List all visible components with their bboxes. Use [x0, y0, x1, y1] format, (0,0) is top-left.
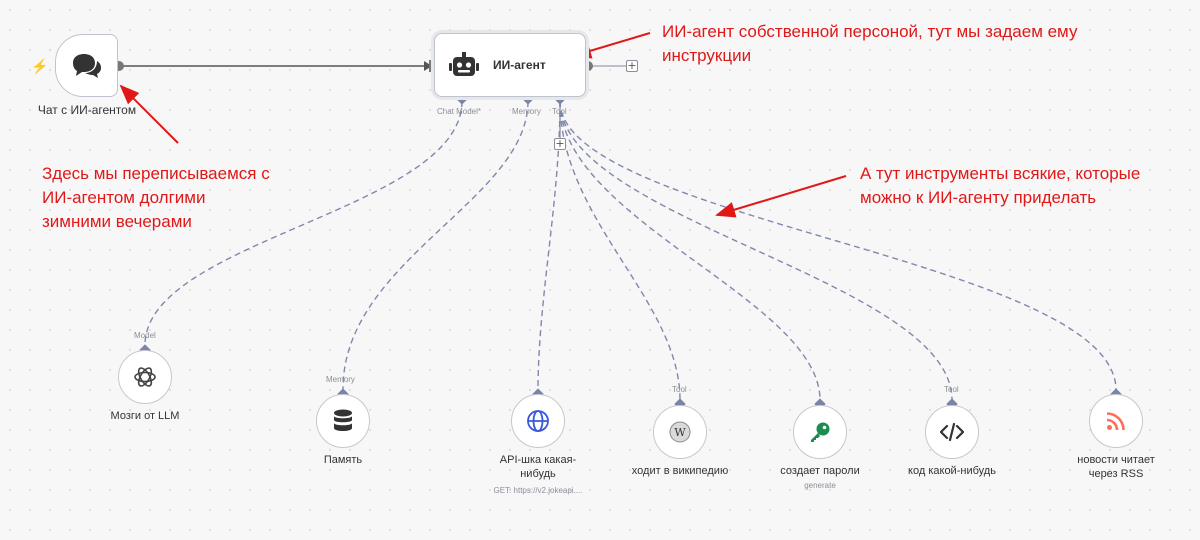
main-connection-arrow	[424, 61, 432, 71]
robot-icon	[449, 52, 479, 76]
wire-memory[interactable]	[342, 100, 529, 390]
openai-icon	[134, 367, 156, 387]
wiki-node[interactable]: W	[653, 405, 707, 459]
chat-trigger-node[interactable]	[55, 34, 118, 97]
annotation-arrow-tools	[715, 175, 847, 218]
database-icon	[334, 409, 352, 431]
rss-label: новости читает через RSS	[1056, 453, 1176, 481]
agent-title: ИИ-агент	[493, 58, 546, 72]
wire-model[interactable]	[144, 100, 463, 346]
chat-bubbles-icon	[72, 53, 101, 78]
svg-text:W: W	[674, 426, 686, 439]
rss-label-line1: новости читает	[1077, 454, 1155, 466]
llm-label: Мозги от LLM	[110, 410, 180, 422]
memory-label: Память	[323, 454, 363, 466]
add-tool-button[interactable]: +	[554, 137, 566, 150]
ai-agent-node[interactable]: ИИ-агент	[434, 33, 586, 97]
memory-node[interactable]	[316, 394, 370, 448]
trigger-bolt-icon: ⚡	[31, 58, 49, 74]
code-port-label: Tool	[944, 385, 959, 394]
annotation-agent-line2: инструкции	[662, 46, 752, 65]
agent-input-port[interactable]	[429, 60, 434, 72]
key-icon	[811, 422, 830, 442]
annotation-tools-line2: можно к ИИ-агенту приделать	[860, 188, 1097, 207]
annotation-agent-line1: ИИ-агент собственной персоной, тут мы за…	[662, 22, 1078, 41]
passwords-label: создает пароли	[780, 465, 860, 477]
wire-rss[interactable]	[559, 100, 1117, 391]
rss-node[interactable]	[1089, 394, 1143, 448]
api-label-line2: нибудь	[520, 468, 556, 480]
passwords-subtitle: generate	[804, 481, 836, 490]
code-label: код какой-нибудь	[908, 465, 996, 477]
agent-add-output-button[interactable]: +	[626, 59, 638, 72]
wire-wiki[interactable]	[559, 100, 681, 401]
api-node[interactable]	[511, 394, 565, 448]
api-label: API-шка какая- нибудь	[478, 453, 598, 481]
annotation-tools-line1: А тут инструменты всякие, которые	[860, 164, 1141, 183]
annotation-chat: Здесь мы переписываемся с ИИ-агентом дол…	[42, 162, 270, 234]
annotation-arrow-chat	[119, 84, 179, 144]
wire-passwords[interactable]	[559, 100, 821, 401]
code-icon	[940, 423, 964, 441]
wire-code[interactable]	[559, 100, 953, 401]
trigger-label: Чат с ИИ-агентом	[37, 103, 137, 117]
annotation-chat-line2: ИИ-агентом долгими	[42, 188, 206, 207]
api-label-line1: API-шка какая-	[499, 454, 577, 466]
api-subtitle: GET: https://v2.jokeapi....	[493, 486, 583, 495]
globe-icon	[527, 410, 549, 432]
annotation-chat-line3: зимними вечерами	[42, 212, 192, 231]
annotation-tools: А тут инструменты всякие, которые можно …	[860, 162, 1140, 210]
port-label-tool: Tool	[552, 107, 567, 116]
llm-port-label: Model	[134, 331, 156, 340]
rss-label-line2: через RSS	[1088, 468, 1144, 480]
wikipedia-icon: W	[669, 421, 691, 443]
wire-api[interactable]	[537, 100, 561, 391]
port-label-memory: Memory	[512, 107, 541, 116]
passwords-node[interactable]	[793, 405, 847, 459]
rss-icon	[1106, 412, 1125, 431]
annotation-agent: ИИ-агент собственной персоной, тут мы за…	[662, 20, 1077, 68]
port-label-chat-model: Chat Model*	[437, 107, 482, 116]
wiki-port-label: Tool	[672, 385, 687, 394]
wiki-label: ходит в википедию	[631, 465, 729, 477]
code-node[interactable]	[925, 405, 979, 459]
memory-port-label: Memory	[326, 375, 355, 384]
annotation-chat-line1: Здесь мы переписываемся с	[42, 164, 270, 183]
llm-node[interactable]	[118, 350, 172, 404]
